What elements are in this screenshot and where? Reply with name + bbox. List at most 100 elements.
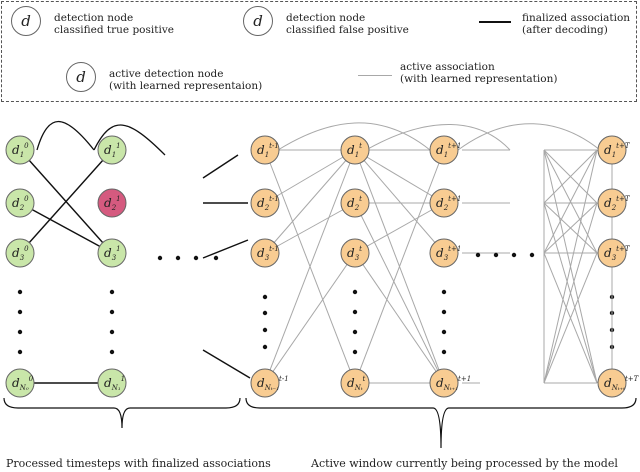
active-edge <box>264 149 356 254</box>
ellipsis-dot <box>441 309 447 315</box>
legend-finalized-text: finalized association (after decoding) <box>522 12 630 36</box>
active-edge <box>354 149 445 204</box>
node-b3: d31 <box>97 238 127 268</box>
active-fan-edge <box>543 149 598 384</box>
node-circle <box>340 368 370 398</box>
node-circle <box>429 238 459 268</box>
node-label: d31 <box>104 245 121 262</box>
node-eN: dNₜ₊₁t+1 <box>429 368 471 398</box>
node-circle <box>429 135 459 165</box>
node-circle <box>5 368 35 398</box>
node-label: d3t+1 <box>436 245 461 262</box>
node-circle <box>97 238 127 268</box>
node-circle <box>597 188 627 218</box>
legend-tp-text: detection node classified true positive <box>54 12 174 36</box>
node-label: d20 <box>12 195 29 212</box>
node-f3: d3t+T <box>597 238 631 268</box>
active-edge <box>354 149 445 254</box>
legend-active-node: d <box>66 62 96 92</box>
legend-active-line <box>358 75 392 76</box>
active-edge <box>264 252 356 384</box>
node-label: d1t-1 <box>257 142 279 159</box>
node-label: dN₁1 <box>104 375 125 392</box>
ellipsis-dot <box>511 252 517 258</box>
active-edge <box>354 252 445 384</box>
caption-processed: Processed timesteps with finalized assoc… <box>6 457 271 470</box>
active-fan-edge <box>543 202 598 254</box>
node-circle <box>97 135 127 165</box>
legend-active-node-text: active detection node (with learned repr… <box>109 68 262 92</box>
node-d3: d3t <box>340 238 370 268</box>
node-circle <box>5 135 35 165</box>
node-fN: dNₜ₊ₜt+T <box>597 368 640 398</box>
active-edge <box>264 202 356 254</box>
active-edge <box>354 202 445 384</box>
ellipsis-dot <box>213 255 219 261</box>
node-f2: d2t+T <box>597 188 631 218</box>
ellipsis-dot <box>352 289 358 295</box>
legend-finalized-line <box>479 21 511 23</box>
node-label: d2t <box>347 195 362 212</box>
legend-finalized-line2: (after decoding) <box>522 24 608 36</box>
node-circle <box>250 238 280 268</box>
active-arc <box>365 124 511 151</box>
ellipsis-dot <box>441 289 447 295</box>
active-fan-edge <box>543 149 598 204</box>
ellipsis-dot <box>17 329 23 335</box>
ellipsis-dot <box>17 309 23 315</box>
node-c2: d2t-1 <box>250 188 280 218</box>
node-dN: dNₜt <box>340 368 370 398</box>
active-fan-edge <box>543 252 598 384</box>
node-label: d3t-1 <box>257 245 279 262</box>
node-circle <box>250 188 280 218</box>
legend-finalized-line1: finalized association <box>522 12 631 24</box>
brace-processed <box>3 397 241 429</box>
node-label: d2t+1 <box>436 195 461 212</box>
node-b1: d11 <box>97 135 127 165</box>
ellipsis-dot <box>441 349 447 355</box>
ellipsis-dot <box>17 349 23 355</box>
caption-active-window: Active window currently being processed … <box>311 457 618 470</box>
node-label: d21 <box>104 195 121 212</box>
ellipsis-dot <box>352 309 358 315</box>
active-edge <box>354 149 445 384</box>
finalized-stub <box>202 349 251 379</box>
node-cN: dNₜ₋₁t-1 <box>250 368 289 398</box>
node-label: d2t-1 <box>257 195 279 212</box>
node-label: d3t <box>347 245 362 262</box>
legend-fp-line2: classified false positive <box>286 24 409 36</box>
active-fan-edge <box>543 149 598 254</box>
active-fan-edge <box>543 202 598 384</box>
ellipsis-dot <box>262 294 268 300</box>
graph-decorations <box>3 121 637 449</box>
node-circle <box>597 238 627 268</box>
ellipsis-dot <box>352 349 358 355</box>
node-label: dN₀0 <box>12 375 34 392</box>
node-circle <box>340 238 370 268</box>
legend-tp-line1: detection node <box>54 12 134 24</box>
legend-fp-text: detection node classified false positive <box>286 12 409 36</box>
node-a2: d20 <box>5 188 35 218</box>
node-d2: d2t <box>340 188 370 218</box>
node-f1: d1t+T <box>597 135 631 165</box>
ellipsis-dot <box>109 329 115 335</box>
node-d1: d1t <box>340 135 370 165</box>
node-a1: d10 <box>5 135 35 165</box>
node-a3: d30 <box>5 238 35 268</box>
legend-box: d detection node classified true positiv… <box>1 1 637 102</box>
ellipsis-dot <box>193 255 199 261</box>
node-circle <box>429 188 459 218</box>
node-e3: d3t+1 <box>429 238 461 268</box>
legend-tp-line2: classified true positive <box>54 24 174 36</box>
legend-active-node-line1: active detection node <box>109 68 224 80</box>
node-circle <box>597 368 627 398</box>
node-label: dNₜt <box>347 375 366 392</box>
node-circle <box>340 135 370 165</box>
legend-active-assoc-line1: active association <box>400 61 495 73</box>
ellipsis-dot <box>109 309 115 315</box>
node-c3: d3t-1 <box>250 238 280 268</box>
ellipsis-dot <box>109 349 115 355</box>
node-circle <box>97 188 127 218</box>
legend-active-assoc-line2: (with learned representation) <box>400 73 558 85</box>
